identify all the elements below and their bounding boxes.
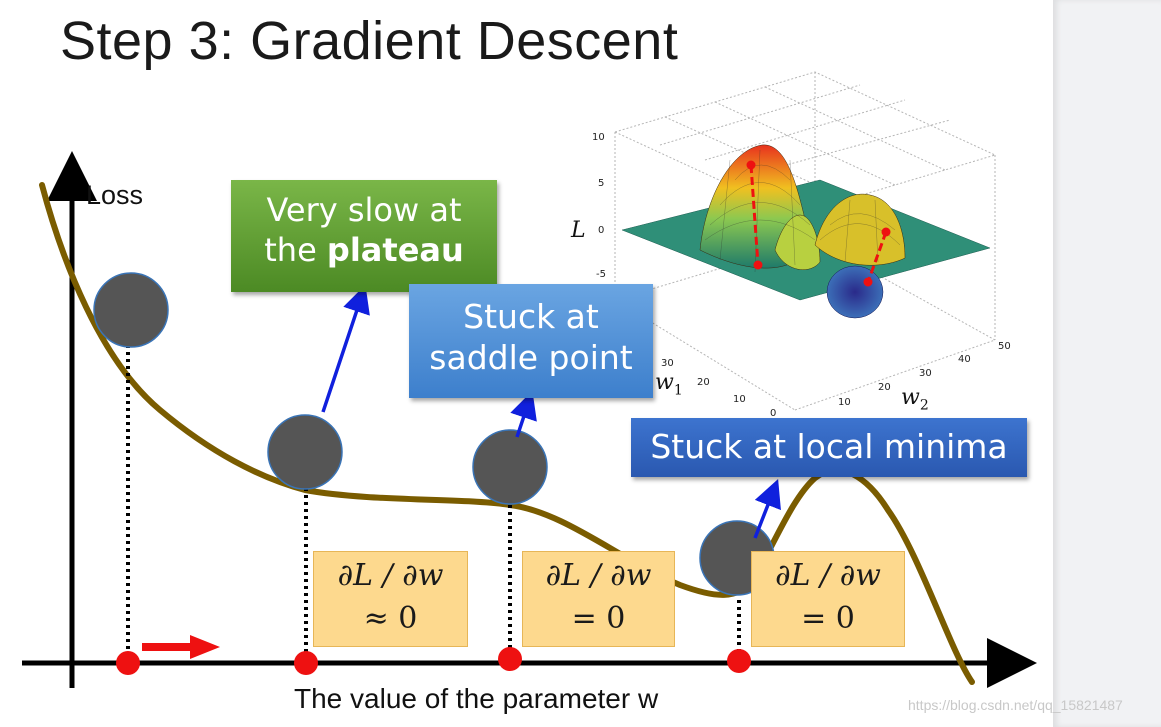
surface-z-label: L	[571, 218, 586, 243]
w1-tick-20: 20	[697, 377, 710, 388]
gradient-value: = 0	[571, 601, 626, 636]
gradient-value: ≈ 0	[363, 601, 418, 636]
saddle-callout-line2: saddle point	[429, 338, 633, 378]
ball-start	[93, 272, 169, 348]
w1-tick-30: 30	[661, 358, 674, 369]
z-tick-5: 5	[598, 178, 605, 189]
saddle-callout-line1: Stuck at	[463, 297, 599, 336]
saddle-callout: Stuck at saddle point	[409, 284, 653, 398]
side-panel	[1053, 0, 1161, 727]
w2-tick-20: 20	[878, 382, 891, 393]
y-axis-label: Loss	[86, 180, 144, 210]
gradient-expr: ∂L / ∂w	[775, 558, 881, 593]
w2-tick-50: 50	[998, 341, 1011, 352]
ball-saddle	[472, 429, 548, 505]
gradient-box-minima: ∂L / ∂w = 0	[751, 551, 905, 647]
w1-tick-10: 10	[733, 394, 746, 405]
plateau-callout-line1: Very slow at	[266, 191, 462, 229]
watermark: https://blog.csdn.net/qq_15821487	[908, 697, 1123, 713]
point-minima	[727, 649, 751, 673]
point-w0	[116, 651, 140, 675]
z-tick-0: 0	[598, 225, 605, 236]
w2-tick-40: 40	[958, 354, 971, 365]
w1-tick-0: 0	[770, 408, 777, 419]
point-plateau	[294, 651, 318, 675]
surface-w1-label: w1	[655, 370, 683, 399]
surface-w2-label: w2	[901, 385, 929, 414]
point-saddle	[498, 647, 522, 671]
z-tick-10: 10	[592, 132, 605, 143]
plateau-callout-line2: the plateau	[264, 231, 464, 269]
plateau-callout: Very slow at the plateau	[231, 180, 497, 292]
saddle-pointer	[510, 390, 537, 438]
minima-pointer	[753, 478, 781, 539]
gradient-expr: ∂L / ∂w	[545, 558, 652, 593]
gradient-box-saddle: ∂L / ∂w = 0	[522, 551, 675, 647]
z-tick-neg5: -5	[596, 269, 606, 280]
direction-arrow	[142, 635, 220, 659]
gradient-box-plateau: ∂L / ∂w ≈ 0	[313, 551, 468, 647]
ball-plateau	[267, 414, 343, 490]
plateau-pointer	[321, 284, 370, 413]
slide-title: Step 3: Gradient Descent	[60, 11, 679, 71]
slide: Step 3: Gradient Descent	[22, 11, 1037, 714]
w2-tick-30: 30	[919, 368, 932, 379]
w2-tick-10: 10	[838, 397, 851, 408]
x-axis-label: The value of the parameter w	[294, 683, 659, 714]
gradient-expr: ∂L / ∂w	[337, 558, 444, 593]
gradient-value: = 0	[801, 601, 855, 636]
loss-surface-3d	[613, 71, 997, 411]
local-minima-callout: Stuck at local minima	[631, 418, 1027, 477]
